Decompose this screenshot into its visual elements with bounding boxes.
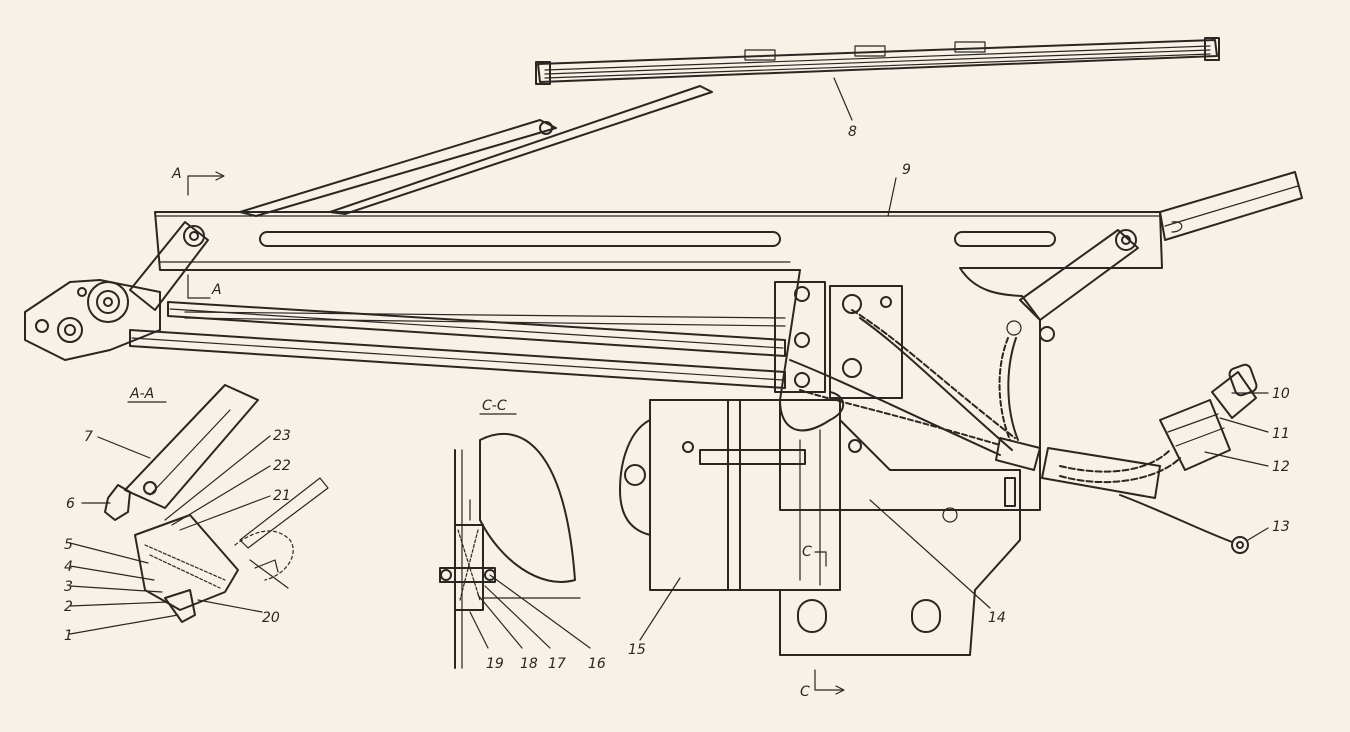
part-label-12: 12 [1272, 459, 1290, 475]
section-marks: A A А-А С-С С С [127, 166, 845, 700]
part-label-20: 20 [262, 610, 280, 626]
mark-c-upper: С [802, 544, 812, 560]
drive-rods [129, 301, 786, 389]
mark-a-top: A [171, 166, 182, 182]
wiring-harness [779, 309, 1249, 554]
part-label-19: 19 [486, 656, 504, 672]
title-cc: С-С [482, 398, 507, 414]
mark-a-low: A [211, 282, 222, 298]
bracket-14 [779, 419, 1021, 656]
part-label-2: 2 [64, 599, 73, 615]
wiper-arm-rods [239, 85, 713, 217]
leader-lines [69, 77, 1269, 649]
part-label-3: 3 [64, 579, 73, 595]
part-label-6: 6 [66, 496, 75, 512]
part-label-21: 21 [273, 488, 291, 504]
frame-9 [154, 211, 1163, 511]
connector-plug [1159, 363, 1258, 471]
part-label-14: 14 [988, 610, 1006, 626]
part-label-1: 1 [64, 628, 73, 644]
part-label-17: 17 [548, 656, 566, 672]
motor-15 [619, 399, 862, 591]
terminal-block [774, 281, 1022, 399]
part-label-18: 18 [520, 656, 538, 672]
mark-c-lower: С [800, 684, 810, 700]
part-label-8: 8 [848, 124, 857, 140]
part-label-4: 4 [64, 559, 73, 575]
wiper-blade-8 [535, 37, 1220, 85]
part-label-22: 22 [273, 458, 291, 474]
part-label-15: 15 [628, 642, 646, 658]
title-aa: А-А [129, 386, 154, 402]
part-label-5: 5 [64, 537, 73, 553]
section-cc [439, 432, 581, 669]
part-label-9: 9 [902, 162, 911, 178]
part-label-23: 23 [273, 428, 291, 444]
part-label-13: 13 [1272, 519, 1290, 535]
part-label-10: 10 [1272, 386, 1290, 402]
part-label-7: 7 [84, 429, 93, 445]
right-arm [1019, 171, 1303, 342]
part-label-16: 16 [588, 656, 606, 672]
part-label-11: 11 [1272, 426, 1290, 442]
section-aa [104, 384, 329, 623]
left-crank [24, 221, 209, 361]
part-number-labels: 1 2 3 4 5 6 7 8 9 10 11 12 13 14 15 16 1… [64, 124, 1290, 672]
